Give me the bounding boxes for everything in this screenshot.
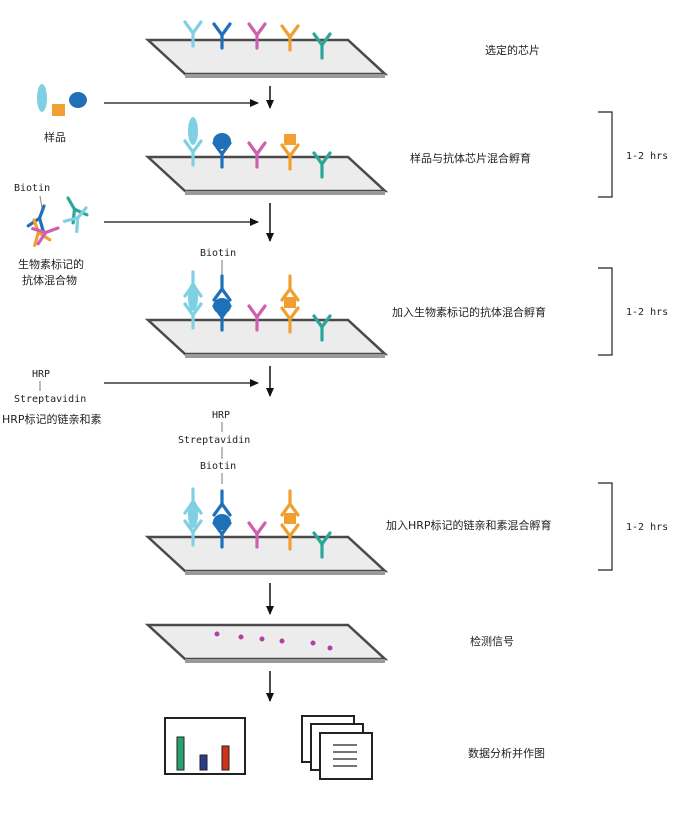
step4-bracket — [598, 482, 613, 571]
bound-analyte-blue — [213, 133, 231, 149]
hrp-streptavidin-label: HRP标记的链亲和素 — [2, 412, 102, 426]
biotin-antibody-mix-icon: Biotin — [14, 183, 94, 247]
biotin-label-step4: Biotin — [200, 461, 236, 472]
signal-dot — [259, 636, 265, 642]
bound-analyte-orange — [284, 134, 296, 145]
chip-step3 — [144, 270, 389, 358]
hrp-label-input: HRP — [32, 369, 50, 380]
step3-duration: 1-2 hrs — [626, 307, 668, 318]
chip-step2 — [144, 117, 389, 195]
biotin-mix-label-line2: 抗体混合物 — [22, 273, 77, 287]
signal-dot — [327, 645, 333, 651]
biotin-label-step3: Biotin — [200, 248, 236, 259]
step3-label: 加入生物素标记的抗体混合孵育 — [392, 305, 546, 319]
sample-label: 样品 — [44, 130, 66, 144]
bound-analyte-cyan — [188, 117, 198, 145]
bar-chart-icon — [164, 717, 246, 775]
sample-icon — [37, 84, 87, 116]
step4-label: 加入HRP标记的链亲和素混合孵育 — [386, 518, 552, 532]
signal-dot — [279, 638, 285, 644]
step2-bracket — [598, 111, 613, 198]
step2-duration: 1-2 hrs — [626, 151, 668, 162]
chip-step4 — [144, 487, 389, 575]
biotin-label-input: Biotin — [14, 183, 50, 194]
biotin-mix-label-line1: 生物素标记的 — [18, 257, 84, 271]
step4-duration: 1-2 hrs — [626, 522, 668, 533]
streptavidin-label-step4: Streptavidin — [178, 435, 250, 446]
signal-dot — [310, 640, 316, 646]
step2-label: 样品与抗体芯片混合孵育 — [410, 151, 531, 165]
hrp-label-step4: HRP — [212, 410, 230, 421]
step3-bracket — [598, 267, 613, 356]
chip-step5-signal — [144, 623, 389, 663]
streptavidin-label-input: Streptavidin — [14, 394, 86, 405]
step6-label: 数据分析并作图 — [468, 746, 545, 760]
signal-dot — [214, 631, 220, 637]
chip-step1 — [144, 20, 389, 78]
step1-label: 选定的芯片 — [485, 43, 540, 57]
step5-label: 检测信号 — [470, 634, 514, 648]
signal-dot — [238, 634, 244, 640]
report-pages-icon — [301, 715, 373, 780]
